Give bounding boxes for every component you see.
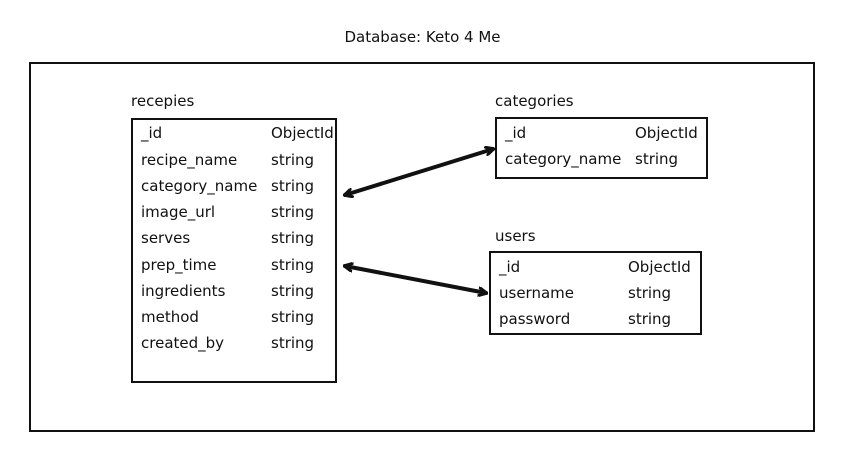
field-type: string xyxy=(271,308,315,326)
recepies-collection-table: _id ObjectId recipe_name string category… xyxy=(131,118,337,383)
field-name: _id xyxy=(499,258,521,276)
users-collection-table: _id ObjectId username string password st… xyxy=(489,251,702,335)
table-row: image_url string xyxy=(133,201,335,223)
field-name: serves xyxy=(141,229,191,247)
field-name: _id xyxy=(141,124,163,142)
table-row: category_name string xyxy=(133,175,335,197)
categories-collection-table: _id ObjectId category_name string xyxy=(495,117,708,179)
table-row: recipe_name string xyxy=(133,149,335,171)
field-type: string xyxy=(271,203,315,221)
table-row: _id ObjectId xyxy=(491,256,700,278)
table-row: _id ObjectId xyxy=(133,122,335,144)
field-type: ObjectId xyxy=(271,124,334,142)
categories-collection-label: categories xyxy=(495,92,574,110)
table-row: serves string xyxy=(133,227,335,249)
recepies-users-arrow xyxy=(345,266,486,293)
field-type: ObjectId xyxy=(628,258,691,276)
field-name: method xyxy=(141,308,199,326)
field-name: recipe_name xyxy=(141,151,238,169)
recepies-categories-arrow xyxy=(345,149,493,195)
users-collection-label: users xyxy=(495,227,536,245)
field-name: password xyxy=(499,310,571,328)
field-name: image_url xyxy=(141,203,216,221)
table-row: password string xyxy=(491,308,700,330)
field-type: string xyxy=(628,310,672,328)
field-name: category_name xyxy=(141,177,258,195)
field-type: string xyxy=(628,284,672,302)
table-row: _id ObjectId xyxy=(497,122,706,144)
field-name: ingredients xyxy=(141,282,226,300)
table-row: ingredients string xyxy=(133,280,335,302)
field-name: prep_time xyxy=(141,256,217,274)
table-row: prep_time string xyxy=(133,254,335,276)
table-row: created_by string xyxy=(133,332,335,354)
field-type: string xyxy=(271,177,315,195)
field-name: _id xyxy=(505,124,527,142)
field-name: created_by xyxy=(141,334,225,352)
field-type: string xyxy=(635,150,679,168)
database-title: Database: Keto 4 Me xyxy=(344,28,501,46)
table-row: username string xyxy=(491,282,700,304)
field-type: string xyxy=(271,334,315,352)
field-type: string xyxy=(271,151,315,169)
database-frame xyxy=(29,62,815,432)
field-name: category_name xyxy=(505,150,622,168)
table-row: method string xyxy=(133,306,335,328)
field-type: string xyxy=(271,282,315,300)
field-type: ObjectId xyxy=(635,124,698,142)
recepies-collection-label: recepies xyxy=(131,92,195,110)
field-type: string xyxy=(271,229,315,247)
table-row: category_name string xyxy=(497,148,706,170)
field-type: string xyxy=(271,256,315,274)
field-name: username xyxy=(499,284,574,302)
